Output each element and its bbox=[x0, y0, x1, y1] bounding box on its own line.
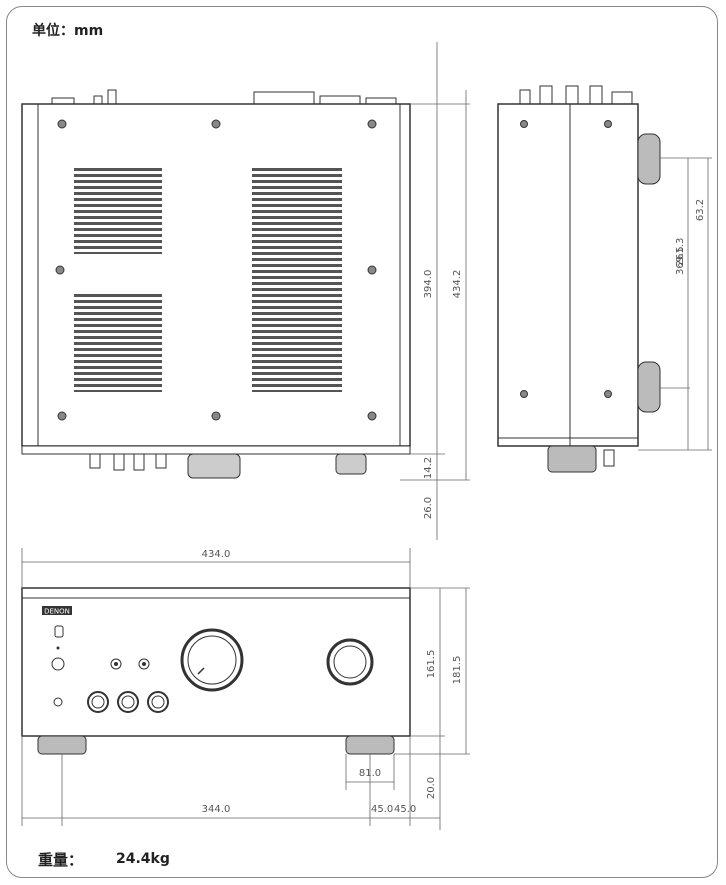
screw bbox=[211, 411, 221, 421]
input-selector-knob bbox=[326, 638, 374, 686]
vent-grille bbox=[252, 168, 342, 392]
front-view: DENON 434.0 161.5 181.5 20.0 bbox=[21, 548, 470, 830]
small-button bbox=[53, 697, 63, 707]
screw bbox=[367, 265, 377, 275]
brand-badge bbox=[42, 606, 72, 615]
brand-badge-text: DENON bbox=[44, 608, 70, 616]
top-volume-knob bbox=[187, 453, 241, 479]
dim-offset: 63.2 bbox=[695, 199, 706, 221]
screw bbox=[367, 119, 377, 129]
vent-grille bbox=[74, 168, 162, 254]
vent-grille bbox=[74, 292, 162, 392]
tone-button bbox=[138, 658, 150, 670]
dim-foot-offset: 26.0 bbox=[423, 497, 434, 519]
top-chassis bbox=[21, 103, 411, 447]
tone-knob bbox=[147, 691, 169, 713]
screw bbox=[520, 120, 528, 128]
side-jack bbox=[603, 449, 615, 467]
dim-foot-height: 20.0 bbox=[426, 777, 437, 799]
power-button bbox=[54, 625, 64, 638]
front-foot-left bbox=[37, 735, 87, 755]
screw bbox=[57, 119, 67, 129]
dim-knob-depth: 14.2 bbox=[423, 457, 434, 479]
screw bbox=[604, 120, 612, 128]
top-view: 394.0 434.2 14.2 26.0 bbox=[21, 42, 470, 540]
side-terminal bbox=[539, 85, 553, 105]
front-panel bbox=[21, 587, 411, 737]
side-terminal bbox=[611, 91, 633, 105]
dim-overall: 369.5 bbox=[675, 246, 686, 275]
tone-knob bbox=[87, 691, 109, 713]
side-view: 261.3 369.5 63.2 bbox=[497, 85, 712, 473]
volume-knob-marker bbox=[197, 667, 205, 675]
dim-foot-spacing: 344.0 bbox=[202, 804, 231, 815]
weight-value: 24.4kg bbox=[116, 851, 170, 867]
top-front-jack bbox=[89, 453, 101, 469]
side-rear-foot bbox=[637, 133, 661, 185]
dim-edge-right: 45.0 bbox=[394, 804, 416, 815]
screw bbox=[55, 265, 65, 275]
volume-knob bbox=[180, 628, 244, 692]
top-front-jack bbox=[113, 453, 125, 471]
screw bbox=[211, 119, 221, 129]
side-terminal bbox=[519, 89, 531, 105]
dim-terminal-spacing: 261.3 bbox=[675, 238, 686, 267]
screw bbox=[520, 390, 528, 398]
side-terminal bbox=[589, 85, 603, 105]
screw bbox=[367, 411, 377, 421]
top-selector-knob bbox=[335, 453, 367, 475]
dim-edge-left: 45.0 bbox=[371, 804, 393, 815]
power-indicator bbox=[56, 646, 60, 650]
side-terminal bbox=[565, 85, 579, 105]
unit-label: 单位：mm bbox=[32, 23, 104, 39]
top-front-jack bbox=[133, 453, 145, 471]
tone-button bbox=[110, 658, 122, 670]
side-front-foot bbox=[637, 361, 661, 413]
screw bbox=[604, 390, 612, 398]
tone-knob bbox=[117, 691, 139, 713]
dim-depth-total: 434.2 bbox=[452, 270, 463, 299]
side-chassis bbox=[497, 103, 639, 447]
phones-jack bbox=[51, 657, 65, 671]
dim-width: 434.0 bbox=[202, 549, 231, 560]
side-knob bbox=[547, 445, 597, 473]
front-foot-right bbox=[345, 735, 395, 755]
dim-total-height: 181.5 bbox=[452, 656, 463, 685]
dim-depth-inner: 394.0 bbox=[423, 270, 434, 299]
dim-body-height: 161.5 bbox=[426, 650, 437, 679]
screw bbox=[57, 411, 67, 421]
weight-label: 重量： bbox=[38, 851, 84, 869]
top-front-jack bbox=[155, 453, 167, 469]
top-front-panel bbox=[21, 445, 411, 455]
